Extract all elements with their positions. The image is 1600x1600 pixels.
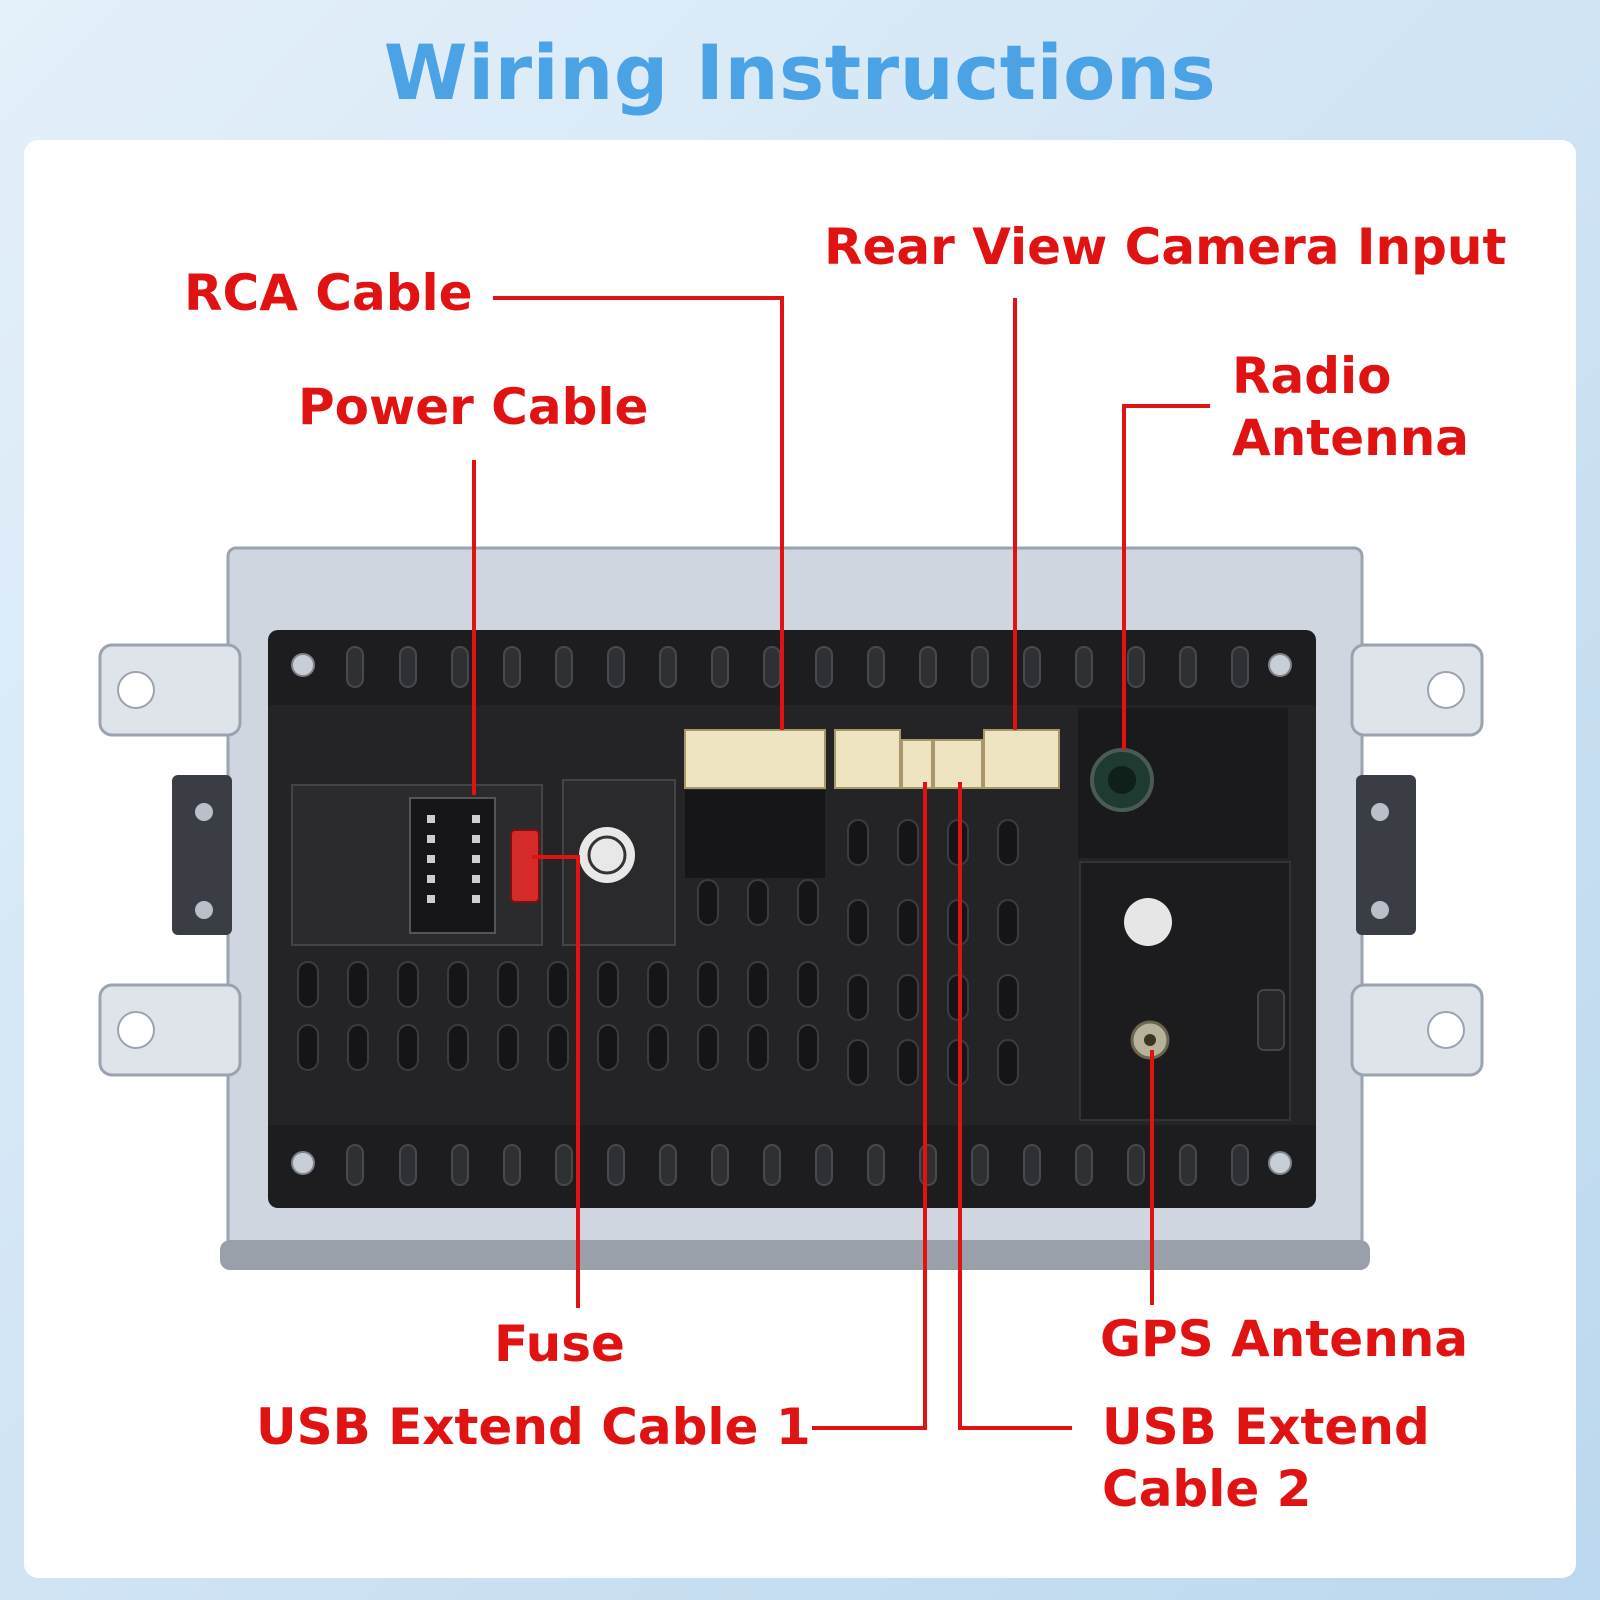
fuse-label: Fuse xyxy=(494,1315,625,1373)
rca-cable-label: RCA Cable xyxy=(184,264,473,322)
usb-extend-cable-2-label-line1: USB Extend xyxy=(1102,1398,1430,1456)
leader-lines xyxy=(472,296,1210,1430)
usb-extend-cable-1-label: USB Extend Cable 1 xyxy=(256,1398,811,1456)
rear-view-camera-input-label: Rear View Camera Input xyxy=(824,218,1507,276)
usb-extend-cable-1-leader-line xyxy=(812,782,927,1430)
usb-extend-cable-2-label: USB Extend Cable 2 xyxy=(1102,1396,1430,1520)
radio-antenna-label-line1: Radio xyxy=(1232,347,1392,405)
radio-antenna-leader-line xyxy=(1122,404,1210,750)
usb-extend-cable-2-leader-line xyxy=(958,782,1072,1430)
fuse-leader-line xyxy=(532,855,580,1308)
radio-antenna-label: Radio Antenna xyxy=(1232,345,1469,469)
gps-antenna-label: GPS Antenna xyxy=(1100,1310,1469,1368)
rca-cable-leader-line xyxy=(493,296,784,730)
usb-extend-cable-2-label-line2: Cable 2 xyxy=(1102,1460,1312,1518)
page-title: Wiring Instructions xyxy=(383,28,1217,117)
radio-antenna-label-line2: Antenna xyxy=(1232,409,1470,467)
power-cable-label: Power Cable xyxy=(298,378,649,436)
rear-panel xyxy=(268,630,1316,1208)
